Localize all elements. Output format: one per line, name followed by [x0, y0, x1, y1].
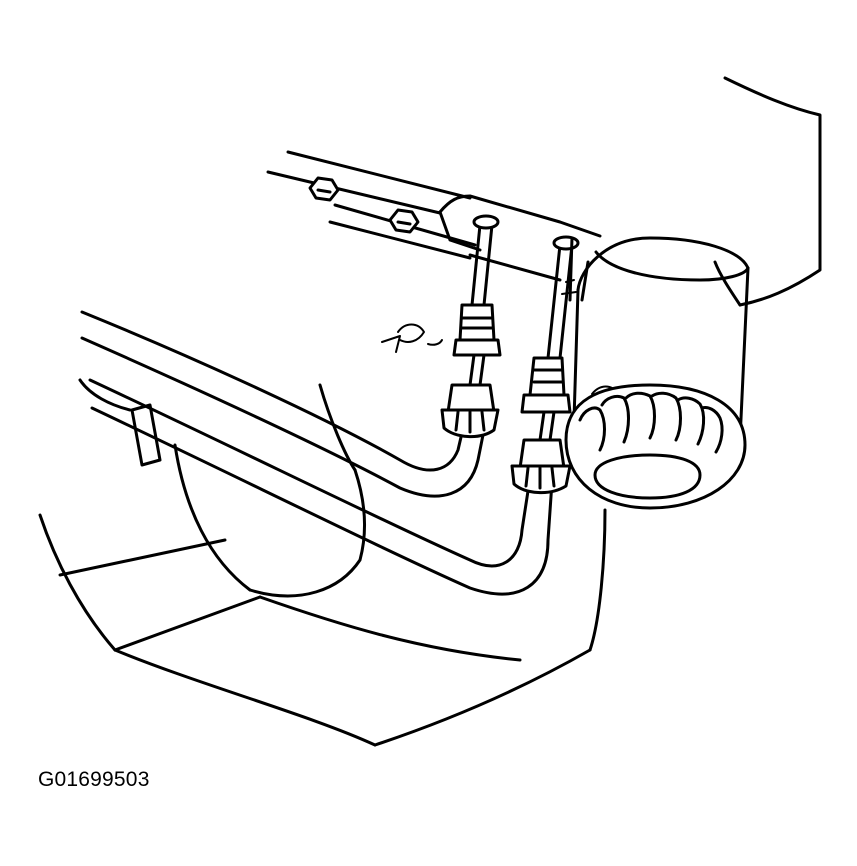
oil-pan-icon	[38, 378, 607, 747]
flare-nut-icon	[440, 383, 500, 438]
arrow-icon	[381, 323, 443, 353]
upper-cooler-line-icon	[80, 310, 487, 498]
flare-nut-icon	[510, 438, 572, 494]
lower-cooler-line-icon	[88, 378, 554, 596]
engine-block-icon	[713, 76, 822, 307]
bolt-icon	[308, 176, 340, 202]
figure-id-label: G01699503	[38, 768, 150, 791]
oil-filter-icon	[561, 236, 750, 510]
line-fitting-icon	[452, 214, 502, 387]
bolt-icon	[388, 208, 420, 234]
engine-rail-icon	[266, 150, 602, 282]
